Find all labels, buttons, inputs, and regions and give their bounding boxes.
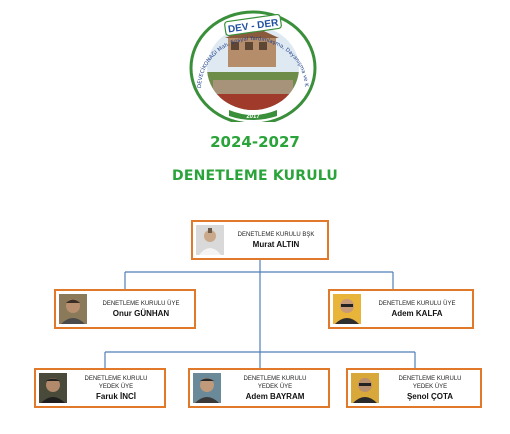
- substitute-name: Faruk İNCİ: [95, 391, 136, 401]
- substitute-role: DENETLEME KURULU: [243, 375, 307, 382]
- member-card: DENETLEME KURULU ÜYE Onur GÜNHAN: [54, 289, 196, 329]
- substitute-name: Adem BAYRAM: [245, 391, 305, 401]
- member-photo: [59, 294, 87, 324]
- substitute-role: DENETLEME KURULU: [84, 375, 148, 382]
- chairman-role: DENETLEME KURULU BŞK: [237, 231, 315, 238]
- member-name: Adem KALFA: [391, 308, 443, 318]
- chairman-card: DENETLEME KURULU BŞK Murat ALTIN: [191, 220, 329, 260]
- substitute-photo: [351, 373, 379, 403]
- member-photo: [333, 294, 361, 324]
- substitute-photo: [193, 373, 221, 403]
- substitute-card: DENETLEME KURULU YEDEK ÜYE Adem BAYRAM: [188, 368, 330, 408]
- logo-year: 2017: [246, 114, 260, 120]
- member-role: DENETLEME KURULU ÜYE: [378, 300, 456, 307]
- substitute-card: DENETLEME KURULU YEDEK ÜYE Şenol ÇOTA: [346, 368, 482, 408]
- substitute-photo: [39, 373, 67, 403]
- chairman-name: Murat ALTIN: [252, 239, 300, 249]
- substitute-role-line2: YEDEK ÜYE: [257, 383, 293, 390]
- substitute-role-line2: YEDEK ÜYE: [98, 383, 134, 390]
- member-role: DENETLEME KURULU ÜYE: [102, 300, 180, 307]
- member-name: Onur GÜNHAN: [112, 308, 170, 318]
- period-title: 2024-2027: [210, 133, 300, 151]
- chairman-photo: [196, 225, 224, 255]
- association-logo: DEVECİKONAĞI Mah. Sosyal Yardımlaşma, Da…: [183, 2, 317, 122]
- substitute-role: DENETLEME KURULU: [398, 375, 462, 382]
- committee-heading: DENETLEME KURULU: [172, 168, 338, 184]
- substitute-name: Şenol ÇOTA: [406, 391, 454, 401]
- substitute-role-line2: YEDEK ÜYE: [412, 383, 448, 390]
- substitute-card: DENETLEME KURULU YEDEK ÜYE Faruk İNCİ: [34, 368, 166, 408]
- member-card: DENETLEME KURULU ÜYE Adem KALFA: [328, 289, 474, 329]
